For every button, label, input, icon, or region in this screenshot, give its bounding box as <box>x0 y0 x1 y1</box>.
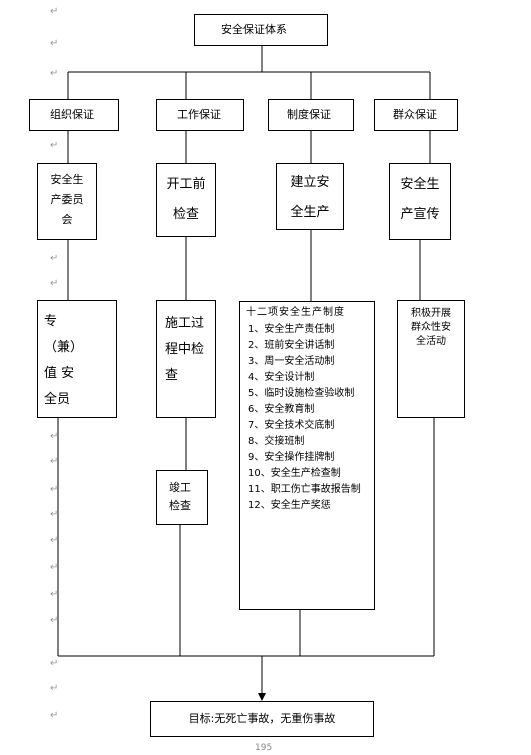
top-box: 安全保证体系 <box>194 14 328 46</box>
top-label: 安全保证体系 <box>221 23 287 36</box>
safety-rule-item: 10、安全生产检查制 <box>248 468 341 479</box>
safety-committee-text: 安全生 产委员 会 <box>50 173 84 226</box>
category-box-system: 制度保证 <box>268 99 354 131</box>
category-label: 组织保证 <box>50 108 94 121</box>
pre-start-check-text: 开工前 检查 <box>166 177 206 222</box>
safety-rule-item: 6、安全教育制 <box>248 404 315 415</box>
safety-rule-item: 4、安全设计制 <box>248 372 315 383</box>
paragraph-mark: ↵ <box>50 589 59 600</box>
pre-start-check-box: 开工前 检查 <box>156 163 216 237</box>
paragraph-mark: ↵ <box>50 615 59 626</box>
paragraph-mark: ↵ <box>50 6 59 17</box>
safety-rule-item: 8、交接班制 <box>248 436 305 447</box>
safety-officer-box: 专 （兼） 值 安 全员 <box>37 300 117 418</box>
category-label: 制度保证 <box>287 108 331 121</box>
construction-check-text: 施工过 程中检 查 <box>165 316 205 383</box>
paragraph-mark: ↵ <box>50 38 59 49</box>
safety-rule-item: 7、安全技术交底制 <box>248 420 335 431</box>
completion-check-box: 竣工 检查 <box>156 470 208 525</box>
goal-box: 目标:无死亡事故，无重伤事故 <box>150 701 374 737</box>
safety-rule-item: 2、班前安全讲话制 <box>248 340 335 351</box>
mass-activity-box: 积极开展 群众性安 全活动 <box>397 300 465 418</box>
establish-safety-box: 建立安 全生产 <box>276 163 344 230</box>
establish-safety-text: 建立安 全生产 <box>290 175 330 220</box>
paragraph-mark: ↵ <box>50 683 59 694</box>
page-number: 195 <box>255 743 273 753</box>
safety-rule-item: 9、安全操作挂牌制 <box>248 452 335 463</box>
category-box-masses: 群众保证 <box>374 99 458 131</box>
safety-rules-box: 十二项安全生产制度 1、安全生产责任制 2、班前安全讲话制 3、周一安全活动制 … <box>239 301 375 610</box>
paragraph-mark: ↵ <box>50 484 59 495</box>
safety-rule-item: 3、周一安全活动制 <box>248 356 335 367</box>
paragraph-mark: ↵ <box>50 509 59 520</box>
paragraph-mark: ↵ <box>50 562 59 573</box>
category-label: 工作保证 <box>177 108 221 121</box>
safety-publicity-text: 安全生 产宣传 <box>400 177 440 222</box>
paragraph-mark: ↵ <box>50 253 59 264</box>
goal-text: 目标:无死亡事故，无重伤事故 <box>188 712 336 725</box>
paragraph-mark: ↵ <box>50 68 59 79</box>
safety-publicity-box: 安全生 产宣传 <box>389 163 451 240</box>
safety-rule-item: 5、临时设施检查验收制 <box>248 388 355 399</box>
paragraph-mark: ↵ <box>50 431 59 442</box>
category-box-work: 工作保证 <box>156 99 244 131</box>
paragraph-mark: ↵ <box>50 658 59 669</box>
paragraph-mark: ↵ <box>50 535 59 546</box>
safety-rule-item: 12、安全生产奖惩 <box>248 500 331 511</box>
construction-check-box: 施工过 程中检 查 <box>156 300 216 418</box>
category-label: 群众保证 <box>393 108 437 121</box>
mass-activity-text: 积极开展 群众性安 全活动 <box>411 308 451 347</box>
paragraph-mark: ↵ <box>50 278 59 289</box>
safety-rules-title: 十二项安全生产制度 <box>246 307 345 318</box>
completion-check-text: 竣工 检查 <box>169 481 191 512</box>
paragraph-mark: ↵ <box>50 456 59 467</box>
safety-committee-box: 安全生 产委员 会 <box>37 163 97 240</box>
category-box-organization: 组织保证 <box>29 99 119 131</box>
paragraph-mark: ↵ <box>50 140 59 151</box>
safety-rule-item: 1、安全生产责任制 <box>248 324 335 335</box>
safety-officer-text: 专 （兼） 值 安 全员 <box>44 314 84 407</box>
paragraph-mark: ↵ <box>50 710 59 721</box>
safety-rule-item: 11、职工伤亡事故报告制 <box>248 484 361 495</box>
